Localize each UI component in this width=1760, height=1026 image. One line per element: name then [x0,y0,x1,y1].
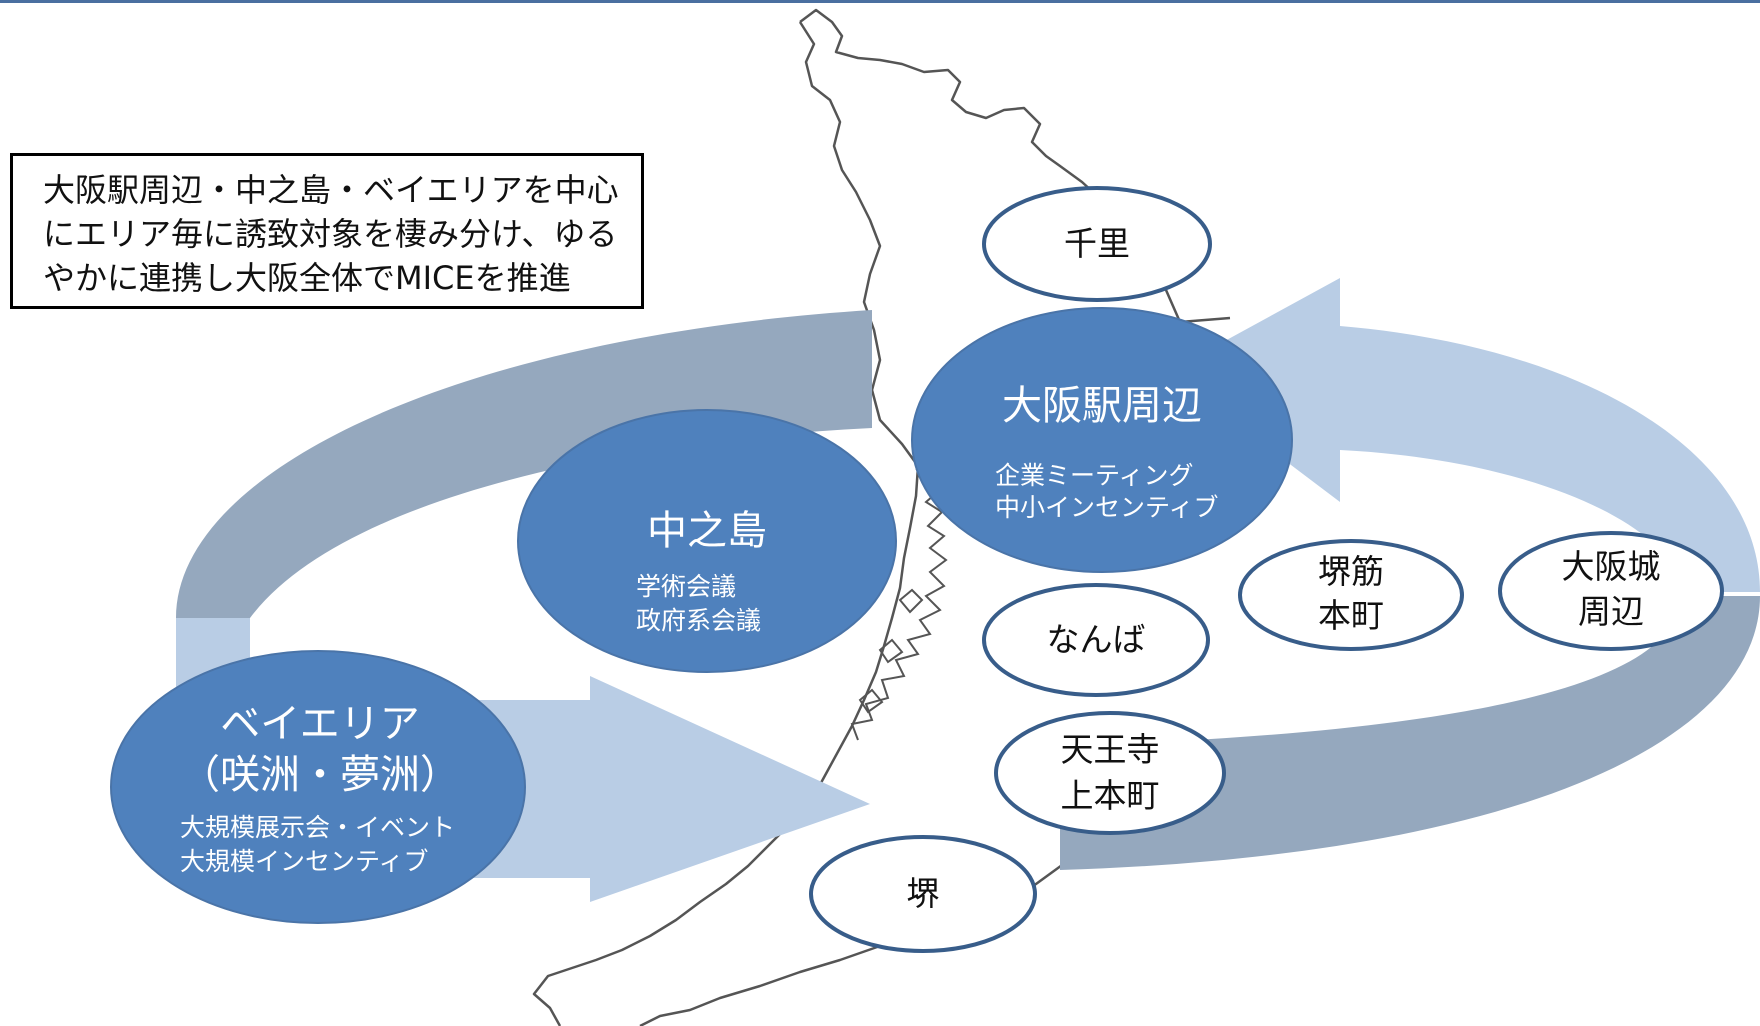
area-sakai-label: 堺 [906,874,940,913]
circulation-arrow-dark-right [1060,596,1760,870]
hub-bay-area-sub-2: 大規模インセンティブ [180,847,429,876]
area-tennoji-oval [994,711,1226,835]
callout-line-2: にエリア毎に誘致対象を棲み分け、ゆる [43,215,618,253]
coastline-detail [850,459,948,741]
area-tennoji-label-2: 上本町 [1060,776,1160,815]
hub-bay-area-circle [110,650,526,924]
area-senri-label: 千里 [1064,224,1130,263]
area-osaka-castle-label-2: 周辺 [1578,592,1644,631]
callout-line-3: やかに連携し大阪全体でMICEを推進 [43,259,571,297]
area-namba-label: なんば [1046,620,1146,659]
circulation-arrow-dark-left [176,310,872,618]
area-sakaisuji-oval [1238,539,1464,651]
hub-nakanoshima-title: 中之島 [647,508,767,554]
top-rule [0,0,1760,3]
callout-line-1: 大阪駅周辺・中之島・ベイエリアを中心 [43,171,619,209]
area-tennoji-label-1: 天王寺 [1060,730,1160,769]
hub-bay-area-sub-1: 大規模展示会・イベント [180,813,456,842]
hub-osaka-station-sub-1: 企業ミーティング [995,461,1194,490]
hub-bay-area-title-2: （咲洲・夢洲） [180,752,460,798]
hub-nakanoshima-sub-1: 学術会議 [636,572,737,601]
area-osaka-castle-oval [1498,531,1724,651]
hub-osaka-station-sub-2: 中小インセンティブ [995,493,1219,522]
osaka-map-outline [532,8,1240,1026]
mice-policy-callout: 大阪駅周辺・中之島・ベイエリアを中心 にエリア毎に誘致対象を棲み分け、ゆる やか… [10,153,644,309]
area-sakai-oval [809,835,1037,953]
hub-osaka-station-circle [911,307,1293,573]
hub-osaka-station-title: 大阪駅周辺 [1002,383,1202,429]
circulation-arrow-light-right [1168,278,1760,592]
area-senri-oval [982,186,1212,302]
area-namba-oval [982,583,1210,697]
coastline-detail-2 [858,430,956,714]
hub-nakanoshima-sub-2: 政府系会議 [636,606,762,635]
hub-nakanoshima-circle [517,409,897,673]
area-sakaisuji-label-2: 本町 [1318,596,1384,635]
hub-bay-area-title-1: ベイエリア [220,701,420,747]
area-sakaisuji-label-1: 堺筋 [1318,552,1384,591]
area-osaka-castle-label-1: 大阪城 [1561,547,1661,586]
